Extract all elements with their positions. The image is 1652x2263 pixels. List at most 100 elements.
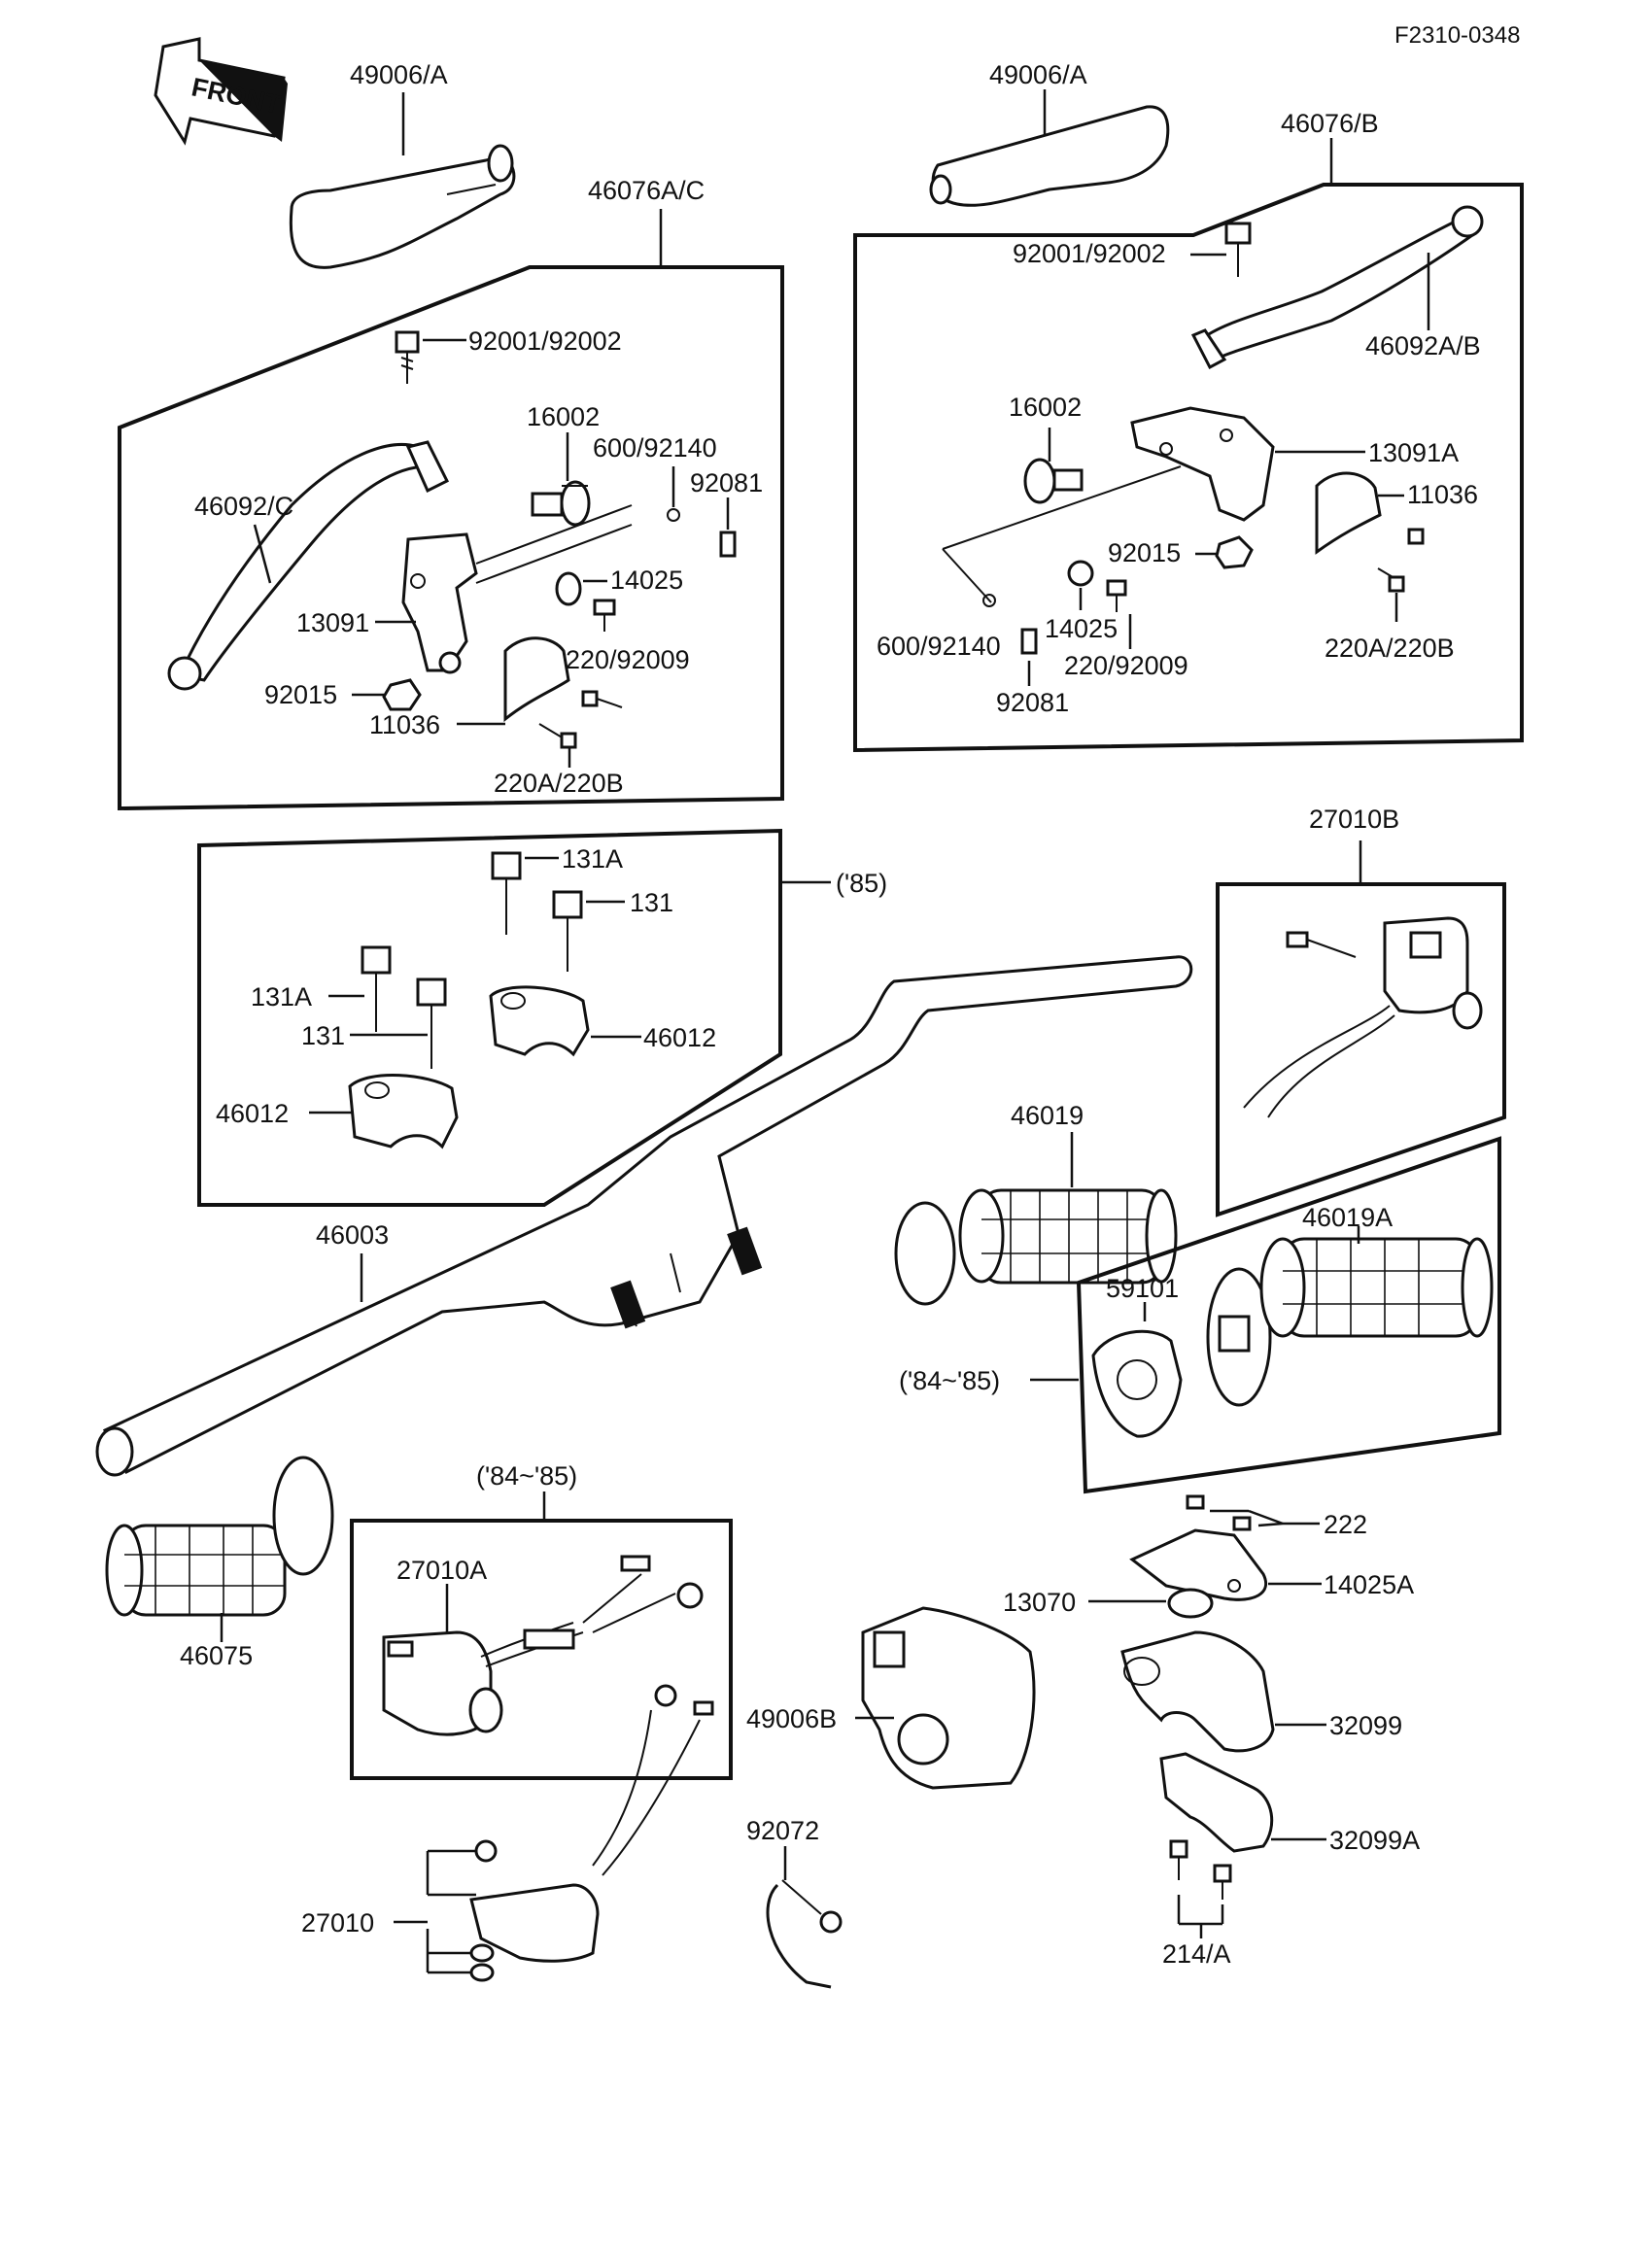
bolt-131-top xyxy=(552,890,583,972)
switch-box-27010A xyxy=(350,1519,733,1780)
left-washer-14025 xyxy=(555,571,616,632)
right-washer-14025 xyxy=(1067,560,1127,612)
label-92015-left: 92015 xyxy=(264,680,337,709)
label-214A: 214/A xyxy=(1162,1939,1231,1969)
housing-32099 xyxy=(1120,1630,1275,1753)
label-13091A: 13091A xyxy=(1368,438,1459,467)
right-lever-holder xyxy=(1130,406,1275,522)
label-46012-left: 46012 xyxy=(216,1099,289,1128)
switch-27010B xyxy=(1243,916,1483,1118)
label-49006A-right: 49006/A xyxy=(989,60,1087,89)
label-27010A: 27010A xyxy=(396,1556,487,1585)
label-14025-left: 14025 xyxy=(610,566,683,595)
handlebar-46003 xyxy=(95,955,1193,1477)
label-600-right: 600/92140 xyxy=(877,632,1001,661)
label-220-left: 220/92009 xyxy=(566,645,690,674)
label-220AB-left: 220A/220B xyxy=(494,769,624,798)
right-nut-92015 xyxy=(1215,535,1254,569)
switch-27010A xyxy=(382,1555,704,1736)
label-46012-right: 46012 xyxy=(643,1023,716,1052)
label-32099A: 32099A xyxy=(1329,1826,1420,1855)
cover-49006B xyxy=(861,1606,1036,1790)
grip-46075 xyxy=(105,1456,334,1617)
right-screw-220AB xyxy=(1377,567,1405,593)
screws-214A xyxy=(1169,1839,1232,1900)
screws-222 xyxy=(1186,1494,1252,1531)
label-11036-right: 11036 xyxy=(1407,480,1478,509)
grip-46019 xyxy=(894,1188,1178,1306)
band-92072 xyxy=(766,1879,843,1989)
left-lever-cover xyxy=(289,144,516,269)
right-lever-box xyxy=(853,183,1524,753)
plate-13070 xyxy=(1167,1588,1214,1619)
label-92072: 92072 xyxy=(746,1816,819,1845)
label-220-right: 220/92009 xyxy=(1064,651,1188,680)
label-92001-right: 92001/92002 xyxy=(1013,239,1166,268)
right-adjuster xyxy=(1023,458,1084,504)
switch-box-27010B xyxy=(1216,882,1506,1217)
label-27010B: 27010B xyxy=(1309,805,1399,834)
label-220AB-right: 220A/220B xyxy=(1325,634,1455,663)
left-lever-box xyxy=(118,265,784,811)
bolt-131A-left xyxy=(361,945,392,1032)
label-32099: 32099 xyxy=(1329,1711,1402,1740)
holder-46012-right xyxy=(489,985,590,1057)
label-59101: 59101 xyxy=(1106,1274,1179,1303)
label-46003: 46003 xyxy=(316,1220,389,1250)
front-arrow-icon: FRONT xyxy=(154,37,288,146)
label-13070: 13070 xyxy=(1003,1588,1076,1617)
right-spring-92081 xyxy=(1020,628,1038,655)
label-49006B: 49006B xyxy=(746,1704,837,1733)
grip-46019A xyxy=(1206,1237,1494,1407)
holder-46012-left xyxy=(348,1073,459,1149)
cover-14025A xyxy=(1129,1528,1267,1601)
label-16002-right: 16002 xyxy=(1009,393,1082,422)
label-92015-right: 92015 xyxy=(1108,538,1181,567)
label-14025A: 14025A xyxy=(1324,1570,1414,1599)
left-clutch-lever xyxy=(167,440,450,691)
bolt-131A-top xyxy=(491,851,522,935)
left-clamp-11036 xyxy=(503,636,623,723)
right-brake-lever xyxy=(1190,205,1484,370)
label-600-left: 600/92140 xyxy=(593,433,717,463)
right-lever-cover xyxy=(929,105,1170,207)
label-49006A-left: 49006/A xyxy=(350,60,448,89)
label-46076AC: 46076A/C xyxy=(588,176,705,205)
holder-box-85 xyxy=(197,828,782,1207)
label-131A-top: 131A xyxy=(562,844,623,874)
left-lever-holder xyxy=(401,532,478,674)
left-screw-220AB xyxy=(538,723,577,749)
label-84-85-left: ('84~'85) xyxy=(476,1461,577,1491)
label-222: 222 xyxy=(1324,1510,1367,1539)
label-131A-left: 131A xyxy=(251,982,312,1011)
switch-27010 xyxy=(469,1684,714,1982)
label-131-top: 131 xyxy=(630,888,673,917)
label-27010: 27010 xyxy=(301,1908,374,1937)
label-11036-left: 11036 xyxy=(369,710,440,739)
label-46019: 46019 xyxy=(1011,1101,1084,1130)
left-adjuster xyxy=(531,480,591,527)
right-pivot-bolt xyxy=(1224,222,1252,277)
right-clamp-11036 xyxy=(1315,471,1425,555)
label-85: ('85) xyxy=(836,869,887,898)
left-nut-92015 xyxy=(382,678,422,711)
label-131-left: 131 xyxy=(301,1021,345,1050)
bolt-131-left xyxy=(416,977,447,1069)
label-14025-right: 14025 xyxy=(1045,614,1118,643)
throttle-box-84-85 xyxy=(1076,1136,1501,1494)
label-92001-left: 92001/92002 xyxy=(468,326,622,356)
housing-32099A xyxy=(1159,1752,1274,1853)
label-46076B: 46076/B xyxy=(1281,109,1379,138)
label-46092AB: 46092A/B xyxy=(1365,331,1481,360)
label-46092C: 46092/C xyxy=(194,492,293,521)
label-13091: 13091 xyxy=(296,608,369,637)
label-92081-left: 92081 xyxy=(690,468,763,497)
reference-code: F2310-0348 xyxy=(1394,22,1520,49)
label-16002-left: 16002 xyxy=(527,402,600,431)
left-pivot-bolt xyxy=(395,330,420,384)
collar-59101 xyxy=(1091,1329,1183,1438)
label-84-85-right: ('84~'85) xyxy=(899,1366,1000,1395)
label-92081-right: 92081 xyxy=(996,688,1069,717)
label-46075: 46075 xyxy=(180,1641,253,1670)
